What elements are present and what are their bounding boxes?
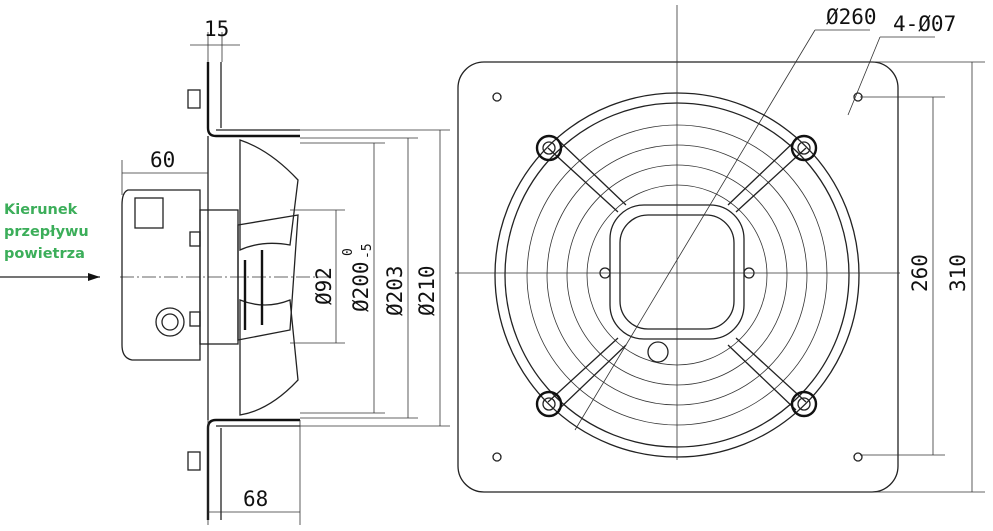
mounting-hole [492,92,502,102]
dim-hole-spacing: 260 [908,254,932,292]
side-view: 15 60 68 Ø92 Ø200 0 -5 Ø203 Ø210 [0,17,450,525]
flow-arrowhead [88,273,100,281]
guard-bolts [535,134,818,418]
blade [237,214,299,341]
mounting-hole [853,452,863,462]
dim-guard: Ø260 [826,5,877,29]
cable-gland [647,341,669,363]
dim-holes: 4-Ø07 [893,12,956,36]
cable-gland [155,307,185,337]
dim-opening: Ø210 [415,265,439,316]
dim-motor-depth: 60 [150,148,175,172]
motor-housing [121,189,201,361]
dim-inner: Ø203 [383,265,407,316]
dim-blade-tol-lower: -5 [360,243,375,259]
dim-plate: 310 [946,254,970,292]
blade [239,139,299,252]
note-line: powietrza [4,246,85,262]
terminal-box [134,197,164,229]
blade [239,299,299,416]
note-line: Kierunek [4,202,78,218]
front-view: Ø260 4-Ø07 260 310 [455,5,985,493]
guard-struts [547,139,807,411]
bolt-icon [187,451,201,471]
upper-flange [206,62,300,138]
dim-hub: Ø92 [312,267,336,305]
bolt-icon [187,89,201,109]
mounting-hole [492,452,502,462]
dim-blade: Ø200 [349,261,373,312]
dim-flange: 15 [204,17,229,41]
note-line: przepływu [4,224,89,240]
dim-blade-tol-upper: 0 [341,248,356,256]
airflow-direction-note: Kierunek przepływu powietrza [4,199,124,265]
dim-total-depth: 68 [243,487,268,511]
mounting-plate [457,61,899,493]
